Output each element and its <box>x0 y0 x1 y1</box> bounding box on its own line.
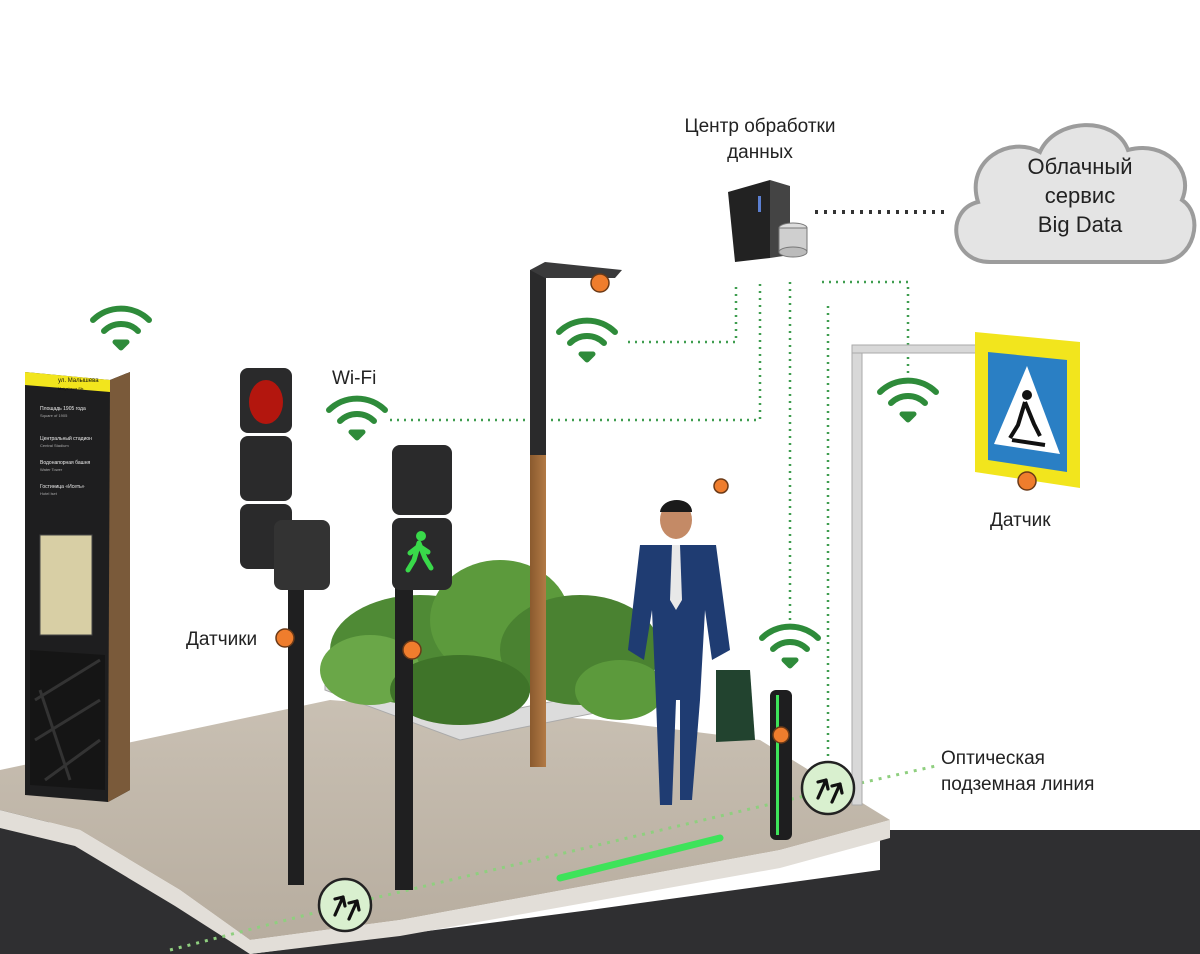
sensor-dot-icon <box>275 628 295 648</box>
double-arrow-up-icon <box>800 760 856 816</box>
sensors-label: Датчики <box>186 629 258 650</box>
cloud-icon <box>954 123 1197 264</box>
sensor-dot-icon <box>713 478 729 494</box>
pedestrian-figure <box>628 500 755 805</box>
road <box>0 790 1200 954</box>
wifi-icon <box>329 399 385 438</box>
cloud-label: Облачный сервис Big Data <box>985 152 1175 239</box>
kiosk-item-sub: Central Stadium <box>40 443 69 448</box>
sensor-dot-icon <box>590 273 610 293</box>
sensor-dots <box>275 273 1037 744</box>
data-center-label-line: данных <box>727 142 793 163</box>
kiosk-directory: Площадь 1905 года Square of 1905 Централ… <box>40 406 92 496</box>
kiosk-item-sub: Square of 1905 <box>40 413 68 418</box>
sensor-dot-icon <box>772 726 790 744</box>
smart-bollard <box>770 690 792 840</box>
curb <box>0 810 890 954</box>
kiosk-item-title: Центральный стадион <box>40 435 92 442</box>
optical-line-label: Оптическая подземная линия <box>941 746 1094 798</box>
fiber-ground-line <box>169 763 941 952</box>
cloud-label-line: Облачный <box>1027 154 1133 179</box>
double-arrow-up-icon <box>317 877 373 933</box>
sensor-dot-icon <box>402 640 422 660</box>
kiosk-item-sub: Water Tower <box>40 467 63 472</box>
data-center-label: Центр обработки данных <box>665 114 855 166</box>
wifi-icon <box>559 321 615 360</box>
wifi-label: Wi-Fi <box>332 368 377 389</box>
kiosk-item-sub: Hotel Iset <box>40 491 58 496</box>
data-center-label-line: Центр обработки <box>684 116 836 137</box>
kiosk-item-title: Водонапорная башня <box>40 460 90 466</box>
pedestrian-light-green <box>392 445 452 890</box>
cloud-label-line: Big Data <box>1037 212 1123 237</box>
kiosk-item-title: Гостиница «Исеть» <box>40 484 85 490</box>
optical-line-label-line: Оптическая <box>941 748 1045 769</box>
server-icon <box>728 180 808 262</box>
kiosk-item-title: Площадь 1905 года <box>40 406 86 412</box>
light-strip <box>556 834 724 882</box>
wifi-icon <box>93 309 149 348</box>
bushes <box>320 560 665 725</box>
network-lines <box>390 280 910 760</box>
crosswalk-sign <box>851 332 1080 806</box>
optical-line-label-line: подземная линия <box>941 774 1095 795</box>
wifi-icon <box>880 381 936 420</box>
sensor-dot-icon <box>1017 471 1037 491</box>
sensor-label: Датчик <box>990 510 1051 531</box>
cloud-label-line: сервис <box>1044 183 1116 208</box>
info-kiosk <box>25 372 130 802</box>
kiosk-street-sub: Malysheva Str. <box>58 386 84 391</box>
kiosk-street: ул. Малышева <box>58 378 99 384</box>
wifi-icon <box>762 627 818 666</box>
